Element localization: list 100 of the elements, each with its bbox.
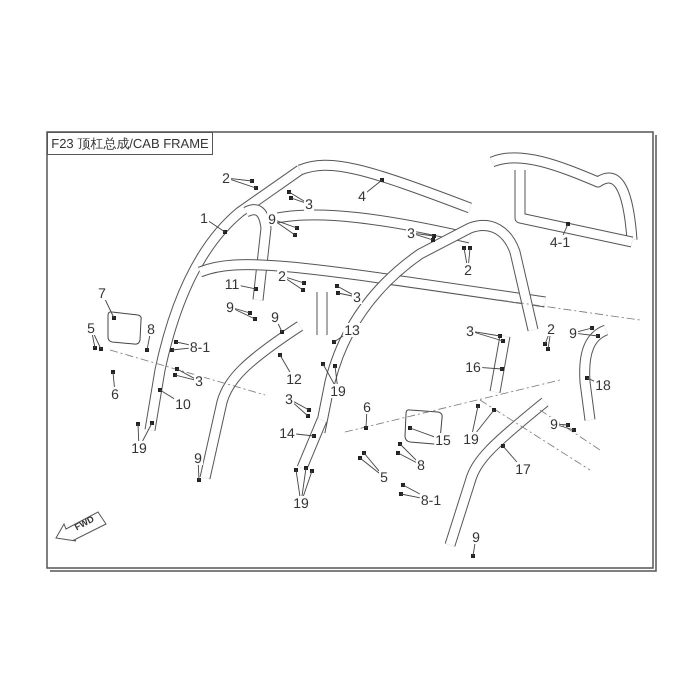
callout-number: 19 — [462, 432, 480, 446]
leader-line — [293, 401, 310, 410]
callout-number: 3 — [465, 324, 475, 338]
callout-number: 9 — [267, 212, 277, 226]
callout-number: 2 — [463, 263, 473, 277]
leader-line — [240, 285, 256, 290]
leader-line — [112, 372, 115, 388]
callout-number: 8 — [146, 322, 156, 336]
leader-line — [360, 458, 380, 474]
callout-number: 16 — [464, 360, 482, 374]
leader-line — [160, 390, 175, 400]
leader-line — [276, 222, 296, 236]
leader-line — [278, 324, 282, 332]
leader-line — [400, 444, 417, 461]
callout-number: 12 — [285, 372, 303, 386]
leader-line — [276, 220, 298, 228]
leader-line — [577, 328, 592, 332]
leader-line — [476, 410, 494, 432]
callout-number: 9 — [568, 326, 578, 340]
leader-line — [562, 224, 568, 236]
callout-number: 11 — [224, 277, 240, 291]
leader-line — [415, 233, 434, 236]
leader-line — [286, 277, 304, 284]
leader-line — [415, 234, 434, 240]
callout-number: 13 — [343, 323, 361, 337]
callout-number: 1 — [199, 211, 209, 225]
leader-line — [290, 198, 305, 203]
leader-line — [293, 402, 308, 416]
leader-line — [302, 468, 306, 496]
leader-line — [334, 335, 344, 342]
callout-number: 2 — [221, 171, 231, 185]
callout-number: 8 — [416, 458, 426, 472]
leader-line — [474, 332, 504, 342]
leader-line — [464, 248, 468, 264]
leader-line — [230, 178, 252, 182]
title-box: F23 顶杠总成/CAB FRAME — [47, 132, 213, 155]
callout-number: 9 — [193, 451, 203, 465]
callout-number: 7 — [97, 286, 107, 300]
callout-number: 4-1 — [548, 235, 572, 249]
callout-number: 19 — [130, 441, 148, 455]
leader-line — [138, 424, 140, 442]
leader-line — [502, 446, 518, 462]
callout-number: 2 — [277, 269, 287, 283]
leader-line — [558, 425, 574, 430]
leader-line — [234, 308, 256, 320]
leader-line — [338, 292, 353, 296]
leader-line — [288, 192, 305, 202]
leader-line — [296, 470, 300, 496]
callout-number: 15 — [434, 433, 452, 447]
leader-line — [586, 378, 595, 382]
leader-line — [472, 406, 478, 432]
leader-line — [198, 464, 200, 480]
leader-line — [92, 334, 96, 348]
callout-number: 9 — [270, 310, 280, 324]
leader-line — [322, 364, 335, 384]
callout-number: 9 — [549, 417, 559, 431]
leader-line — [366, 180, 382, 193]
callout-number: 2 — [546, 322, 556, 336]
callout-number: 6 — [110, 387, 120, 401]
leader-line — [544, 336, 549, 344]
callout-number: 6 — [362, 400, 372, 414]
leader-line — [472, 544, 476, 556]
callout-number: 8-1 — [188, 340, 212, 354]
callout-number: 3 — [284, 392, 294, 406]
leader-line — [402, 484, 420, 494]
callout-number: 3 — [304, 197, 314, 211]
leader-line — [334, 366, 338, 384]
callout-number: 5 — [86, 321, 96, 335]
leader-line — [280, 354, 290, 372]
callout-number: 8-1 — [420, 493, 442, 507]
leader-line — [474, 331, 500, 336]
callout-number: 3 — [194, 374, 204, 388]
leader-line — [548, 336, 550, 350]
callout-number: 5 — [379, 470, 389, 484]
callout-number: 18 — [594, 378, 612, 392]
leader-line — [234, 308, 250, 314]
callout-number: 4 — [357, 189, 367, 203]
callout-number: 17 — [514, 462, 532, 476]
callout-number: 3 — [352, 290, 362, 304]
leader-line — [176, 342, 190, 346]
callout-number: 9 — [225, 300, 235, 314]
leader-line — [208, 220, 226, 232]
leader-line — [398, 452, 417, 463]
leader-line — [230, 179, 256, 188]
leader-line — [468, 248, 470, 264]
callout-number: 14 — [278, 426, 296, 440]
callout-number: 10 — [174, 397, 192, 411]
leader-line — [577, 333, 598, 336]
leader-line — [172, 348, 190, 350]
leader-line — [142, 422, 152, 442]
leader-line — [146, 336, 150, 350]
leader-line — [558, 424, 568, 426]
callout-number: 9 — [471, 530, 481, 544]
leader-line — [400, 494, 420, 498]
leader-line — [286, 278, 304, 290]
leader-line — [364, 452, 380, 472]
leader-line — [176, 368, 195, 379]
callout-number: 3 — [406, 226, 416, 240]
callout-number: 19 — [329, 384, 347, 398]
leader-line — [336, 286, 353, 295]
